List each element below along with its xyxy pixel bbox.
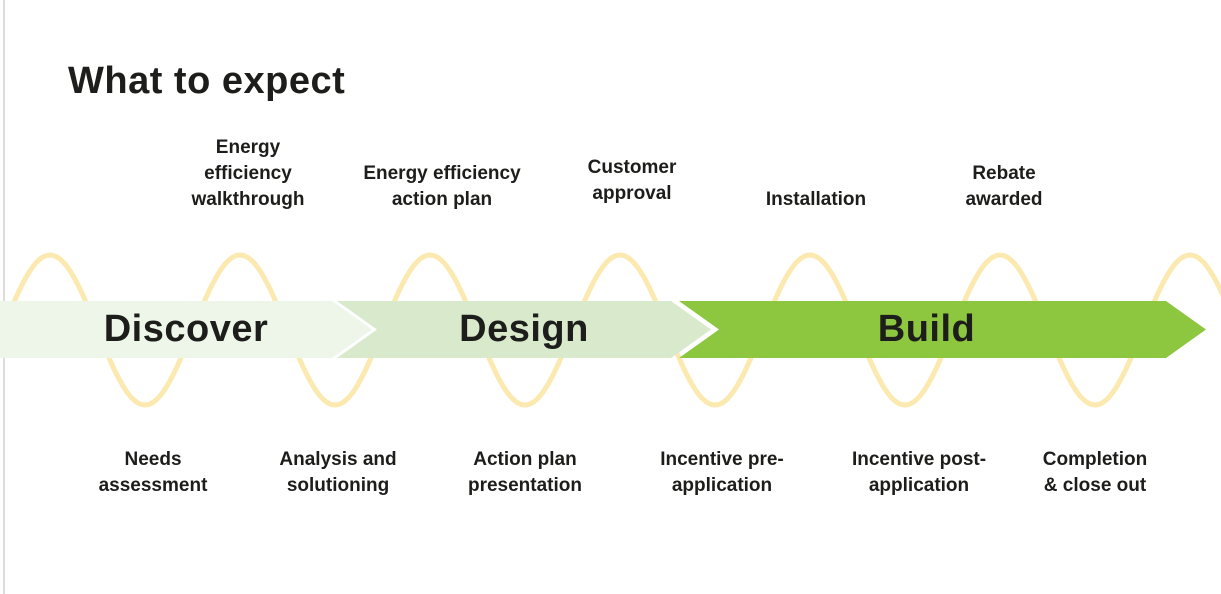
milestone-energy-efficiency-action-plan: Energy efficiency action plan [363,163,521,210]
phase-arrow-band: Discover Design Build [0,301,1221,358]
milestone-customer-approval: Customer approval [587,157,677,204]
milestone-needs-assessment: Needs assessment [98,449,208,496]
phase-label-discover: Discover [103,308,269,350]
milestone-energy-efficiency-walkthrough: Energy efficiency walkthrough [191,137,305,210]
left-border-line [3,0,5,594]
milestone-completion-close-out: Completion & close out [1042,449,1148,496]
milestone-analysis-and-solutioning: Analysis and solutioning [279,449,397,496]
phase-label-design: Design [459,308,589,350]
phase-arrow-build: Build [679,301,1206,358]
milestone-incentive-pre-application: Incentive pre- application [660,449,784,496]
milestone-rebate-awarded: Rebate awarded [965,163,1043,210]
milestone-installation: Installation [765,189,867,210]
page-title: What to expect [68,60,346,102]
phase-label-build: Build [877,308,976,350]
milestone-incentive-post-application: Incentive post- application [851,449,987,496]
milestone-action-plan-presentation: Action plan presentation [467,449,583,496]
phase-arrow-design: Design [337,301,711,358]
phase-arrow-discover: Discover [0,301,372,358]
